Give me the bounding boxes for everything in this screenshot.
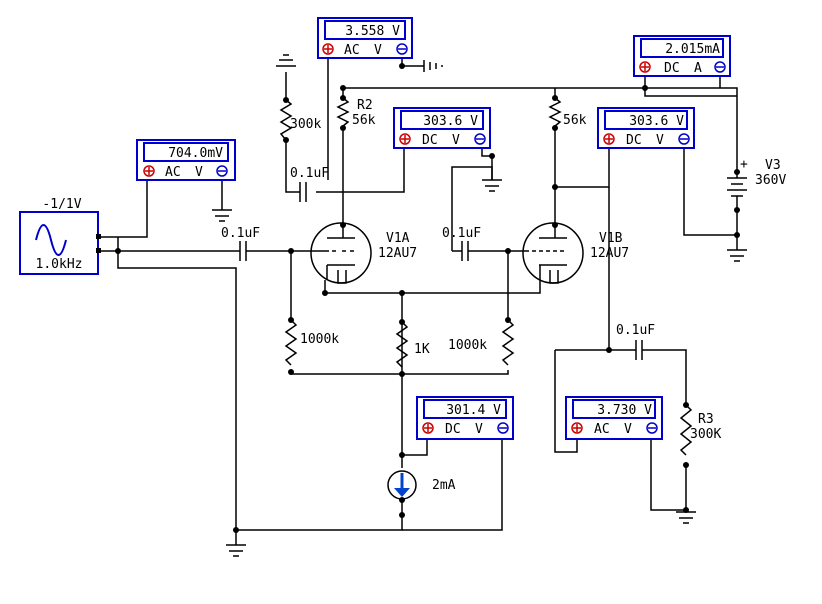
label-v1b-type: 12AU7 — [590, 246, 629, 261]
resistor-plate-b — [548, 97, 562, 127]
ground-symbol — [676, 511, 696, 524]
capacitor-input — [239, 241, 260, 261]
meter-value: 301.4 V — [446, 403, 501, 418]
label-v3-name: V3 — [765, 158, 781, 173]
label-grid-bias-resistor: 300k — [290, 117, 321, 132]
meter-unit: V — [656, 133, 664, 148]
capacitor-grid-b — [461, 241, 478, 261]
capacitor-output — [635, 340, 652, 360]
meter-mode: DC — [626, 133, 642, 148]
battery-v3 — [727, 172, 747, 210]
ground-symbol — [423, 60, 443, 72]
label-v3-value: 360V — [755, 173, 786, 188]
ground-symbol — [727, 249, 747, 262]
meter-mode: DC — [664, 61, 680, 76]
wires — [98, 58, 738, 545]
meter-value: 303.6 V — [423, 114, 478, 129]
label-cathode-resistor: 1K — [414, 342, 430, 357]
meter-mode: AC — [344, 43, 360, 58]
label-bypass-capacitor: 0.1uF — [290, 166, 329, 181]
triode-v1a — [310, 222, 372, 284]
resistor-grid-a — [284, 319, 298, 366]
meter-dc-plate-b[interactable]: 303.6 V DC V — [597, 107, 695, 149]
label-r3-value: 300K — [690, 427, 721, 442]
meter-value: 704.0mV — [168, 146, 223, 161]
meter-unit: V — [475, 422, 483, 437]
resistor-grid-b — [501, 319, 515, 366]
meter-value: 3.730 V — [597, 403, 652, 418]
label-input-capacitor: 0.1uF — [221, 226, 260, 241]
meter-dc-cathode[interactable]: 301.4 V DC V — [416, 396, 514, 440]
meter-mode: AC — [594, 422, 610, 437]
meter-unit: V — [624, 422, 632, 437]
ground-symbol — [482, 179, 502, 192]
label-grid-b-capacitor: 0.1uF — [442, 226, 481, 241]
ground-symbol — [226, 544, 246, 557]
label-r3-name: R3 — [698, 412, 714, 427]
meter-unit: A — [694, 61, 702, 76]
meter-ac-input[interactable]: 704.0mV AC V — [136, 139, 236, 181]
label-plate-b-resistor: 56k — [563, 113, 587, 128]
function-generator[interactable]: 1.0kHz — [19, 211, 101, 275]
source-frequency: 1.0kHz — [36, 257, 83, 272]
resistor-r2 — [336, 97, 350, 127]
meter-ac-plate-a[interactable]: 3.558 V AC V — [317, 17, 413, 59]
meter-mode: AC — [165, 165, 181, 180]
meter-mode: DC — [422, 133, 438, 148]
capacitor-bypass — [299, 182, 307, 202]
meter-unit: V — [195, 165, 203, 180]
label-v1b-name: V1B — [599, 231, 623, 246]
label-grid-a-resistor: 1000k — [300, 332, 339, 347]
resistor-r-grid-bias — [279, 99, 293, 141]
meter-dc-plate-a[interactable]: 303.6 V DC V — [393, 107, 491, 149]
label-r2-value: 56k — [352, 113, 376, 128]
label-v1a-name: V1A — [386, 231, 410, 246]
label-v3-plus: + — [740, 157, 748, 172]
ground-symbol — [276, 54, 296, 67]
current-source-2ma — [387, 470, 417, 500]
label-current-source: 2mA — [432, 478, 456, 493]
label-output-capacitor: 0.1uF — [616, 323, 655, 338]
meter-value: 303.6 V — [629, 114, 684, 129]
triode-v1b — [522, 222, 584, 284]
resistor-r3 — [679, 404, 693, 456]
resistor-cathode — [395, 321, 409, 368]
source-amplitude: -1/1V — [42, 197, 81, 212]
label-r2-name: R2 — [357, 98, 373, 113]
meter-value: 2.015mA — [665, 42, 720, 57]
meter-unit: V — [452, 133, 460, 148]
meter-value: 3.558 V — [345, 24, 400, 39]
label-grid-b-resistor: 1000k — [448, 338, 487, 353]
meter-ac-output[interactable]: 3.730 V AC V — [565, 396, 663, 440]
meter-mode: DC — [445, 422, 461, 437]
ground-symbol — [212, 209, 232, 222]
meter-dc-supply-current[interactable]: 2.015mA DC A — [633, 35, 731, 77]
label-v1a-type: 12AU7 — [378, 246, 417, 261]
meter-unit: V — [374, 43, 382, 58]
